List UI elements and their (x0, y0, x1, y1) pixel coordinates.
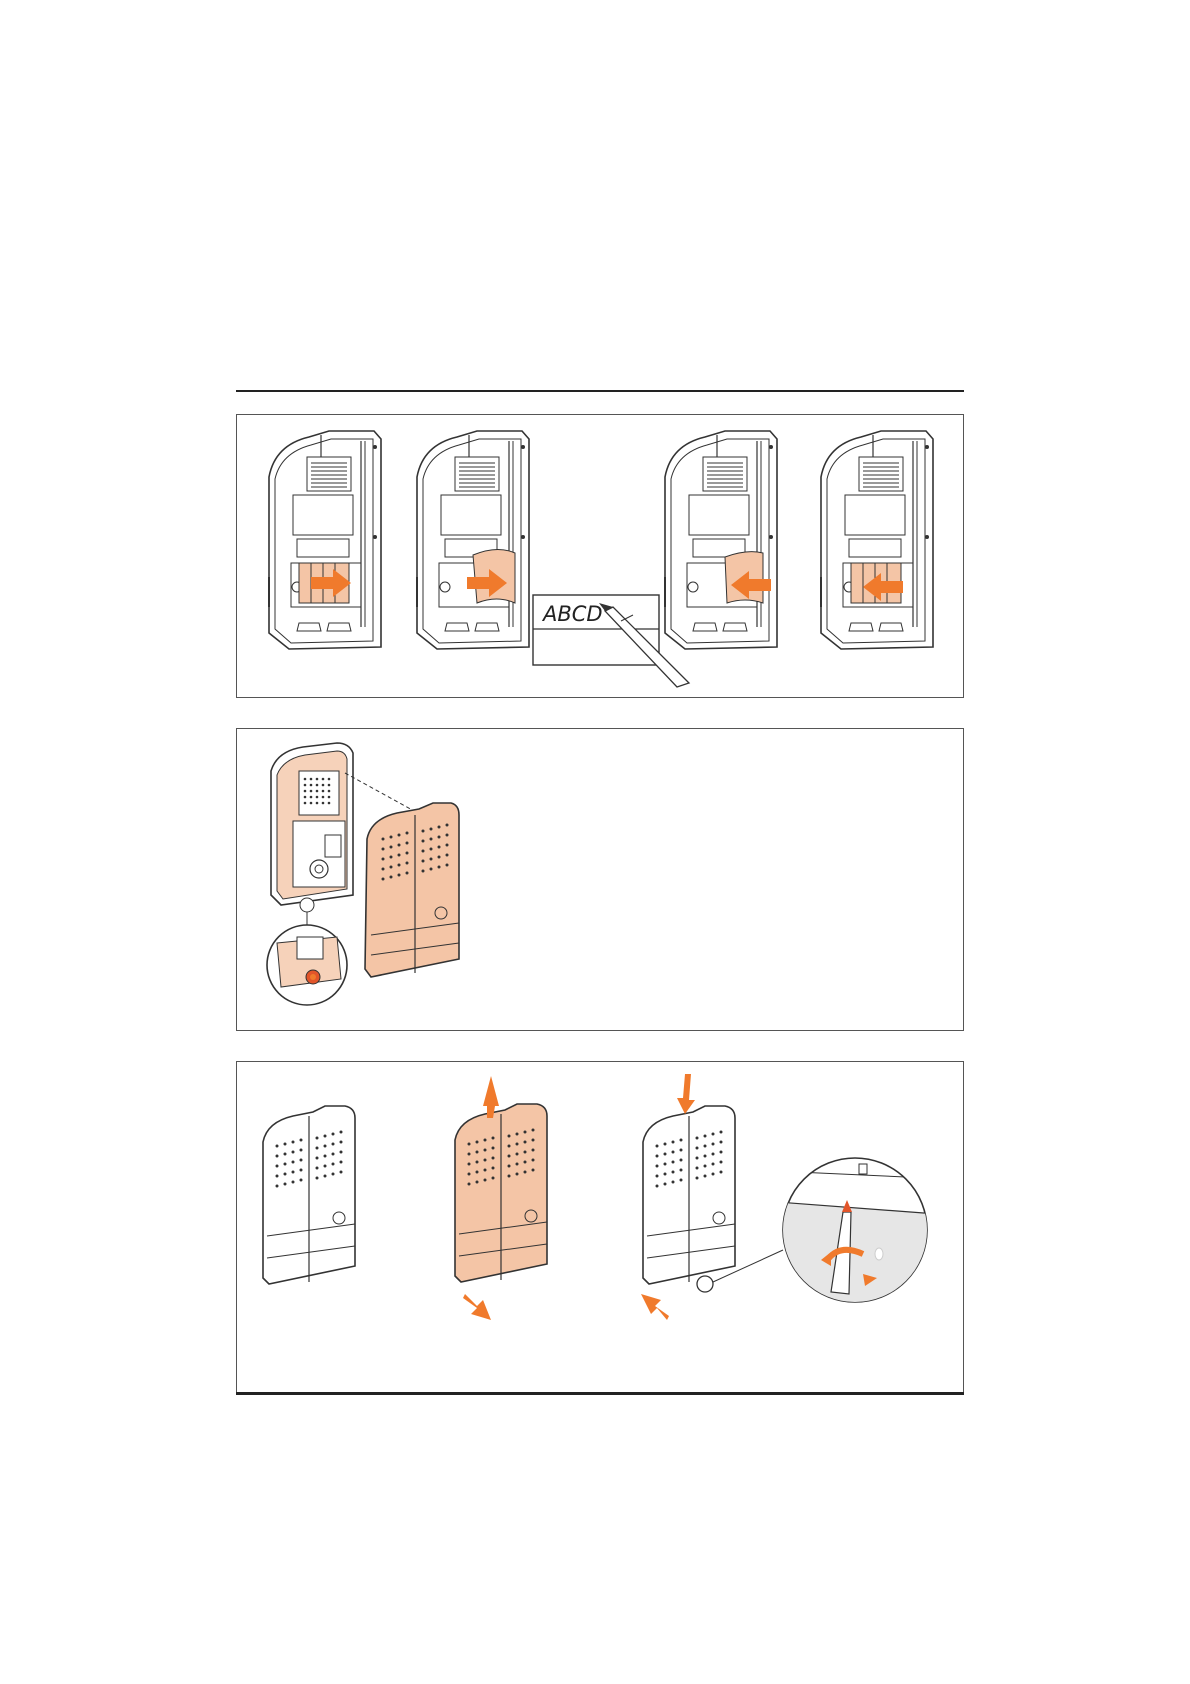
panel-front-cover-fitting (236, 728, 964, 1031)
housing-step-3 (665, 431, 777, 649)
front-cover (365, 803, 459, 977)
screw-marker (697, 1276, 713, 1292)
panel-label-replacement: ABCD (236, 414, 964, 698)
arrow-down (677, 1074, 695, 1114)
open-unit (271, 743, 353, 931)
panel-cover-removal-drawing (237, 1062, 965, 1393)
closed-unit-3 (643, 1106, 735, 1284)
closed-unit-2 (455, 1104, 547, 1282)
panel-cover-removal (236, 1061, 964, 1392)
panel-label-replacement-drawing: ABCD (237, 415, 965, 699)
housing-step-4 (821, 431, 933, 649)
housing-step-1 (269, 431, 381, 649)
bottom-rule (236, 1392, 964, 1395)
arrow-tilt-in (641, 1294, 669, 1320)
label-card: ABCD (533, 595, 659, 665)
screwdriver-detail-circle (777, 1158, 937, 1322)
closed-unit-1 (263, 1106, 355, 1284)
top-rule (236, 390, 964, 392)
panel-front-cover-fitting-drawing (237, 729, 965, 1032)
arrow-tilt-out (463, 1294, 491, 1320)
screw-detail-circle (267, 925, 347, 1005)
housing-step-2 (417, 431, 529, 649)
label-card-text: ABCD (541, 602, 603, 626)
